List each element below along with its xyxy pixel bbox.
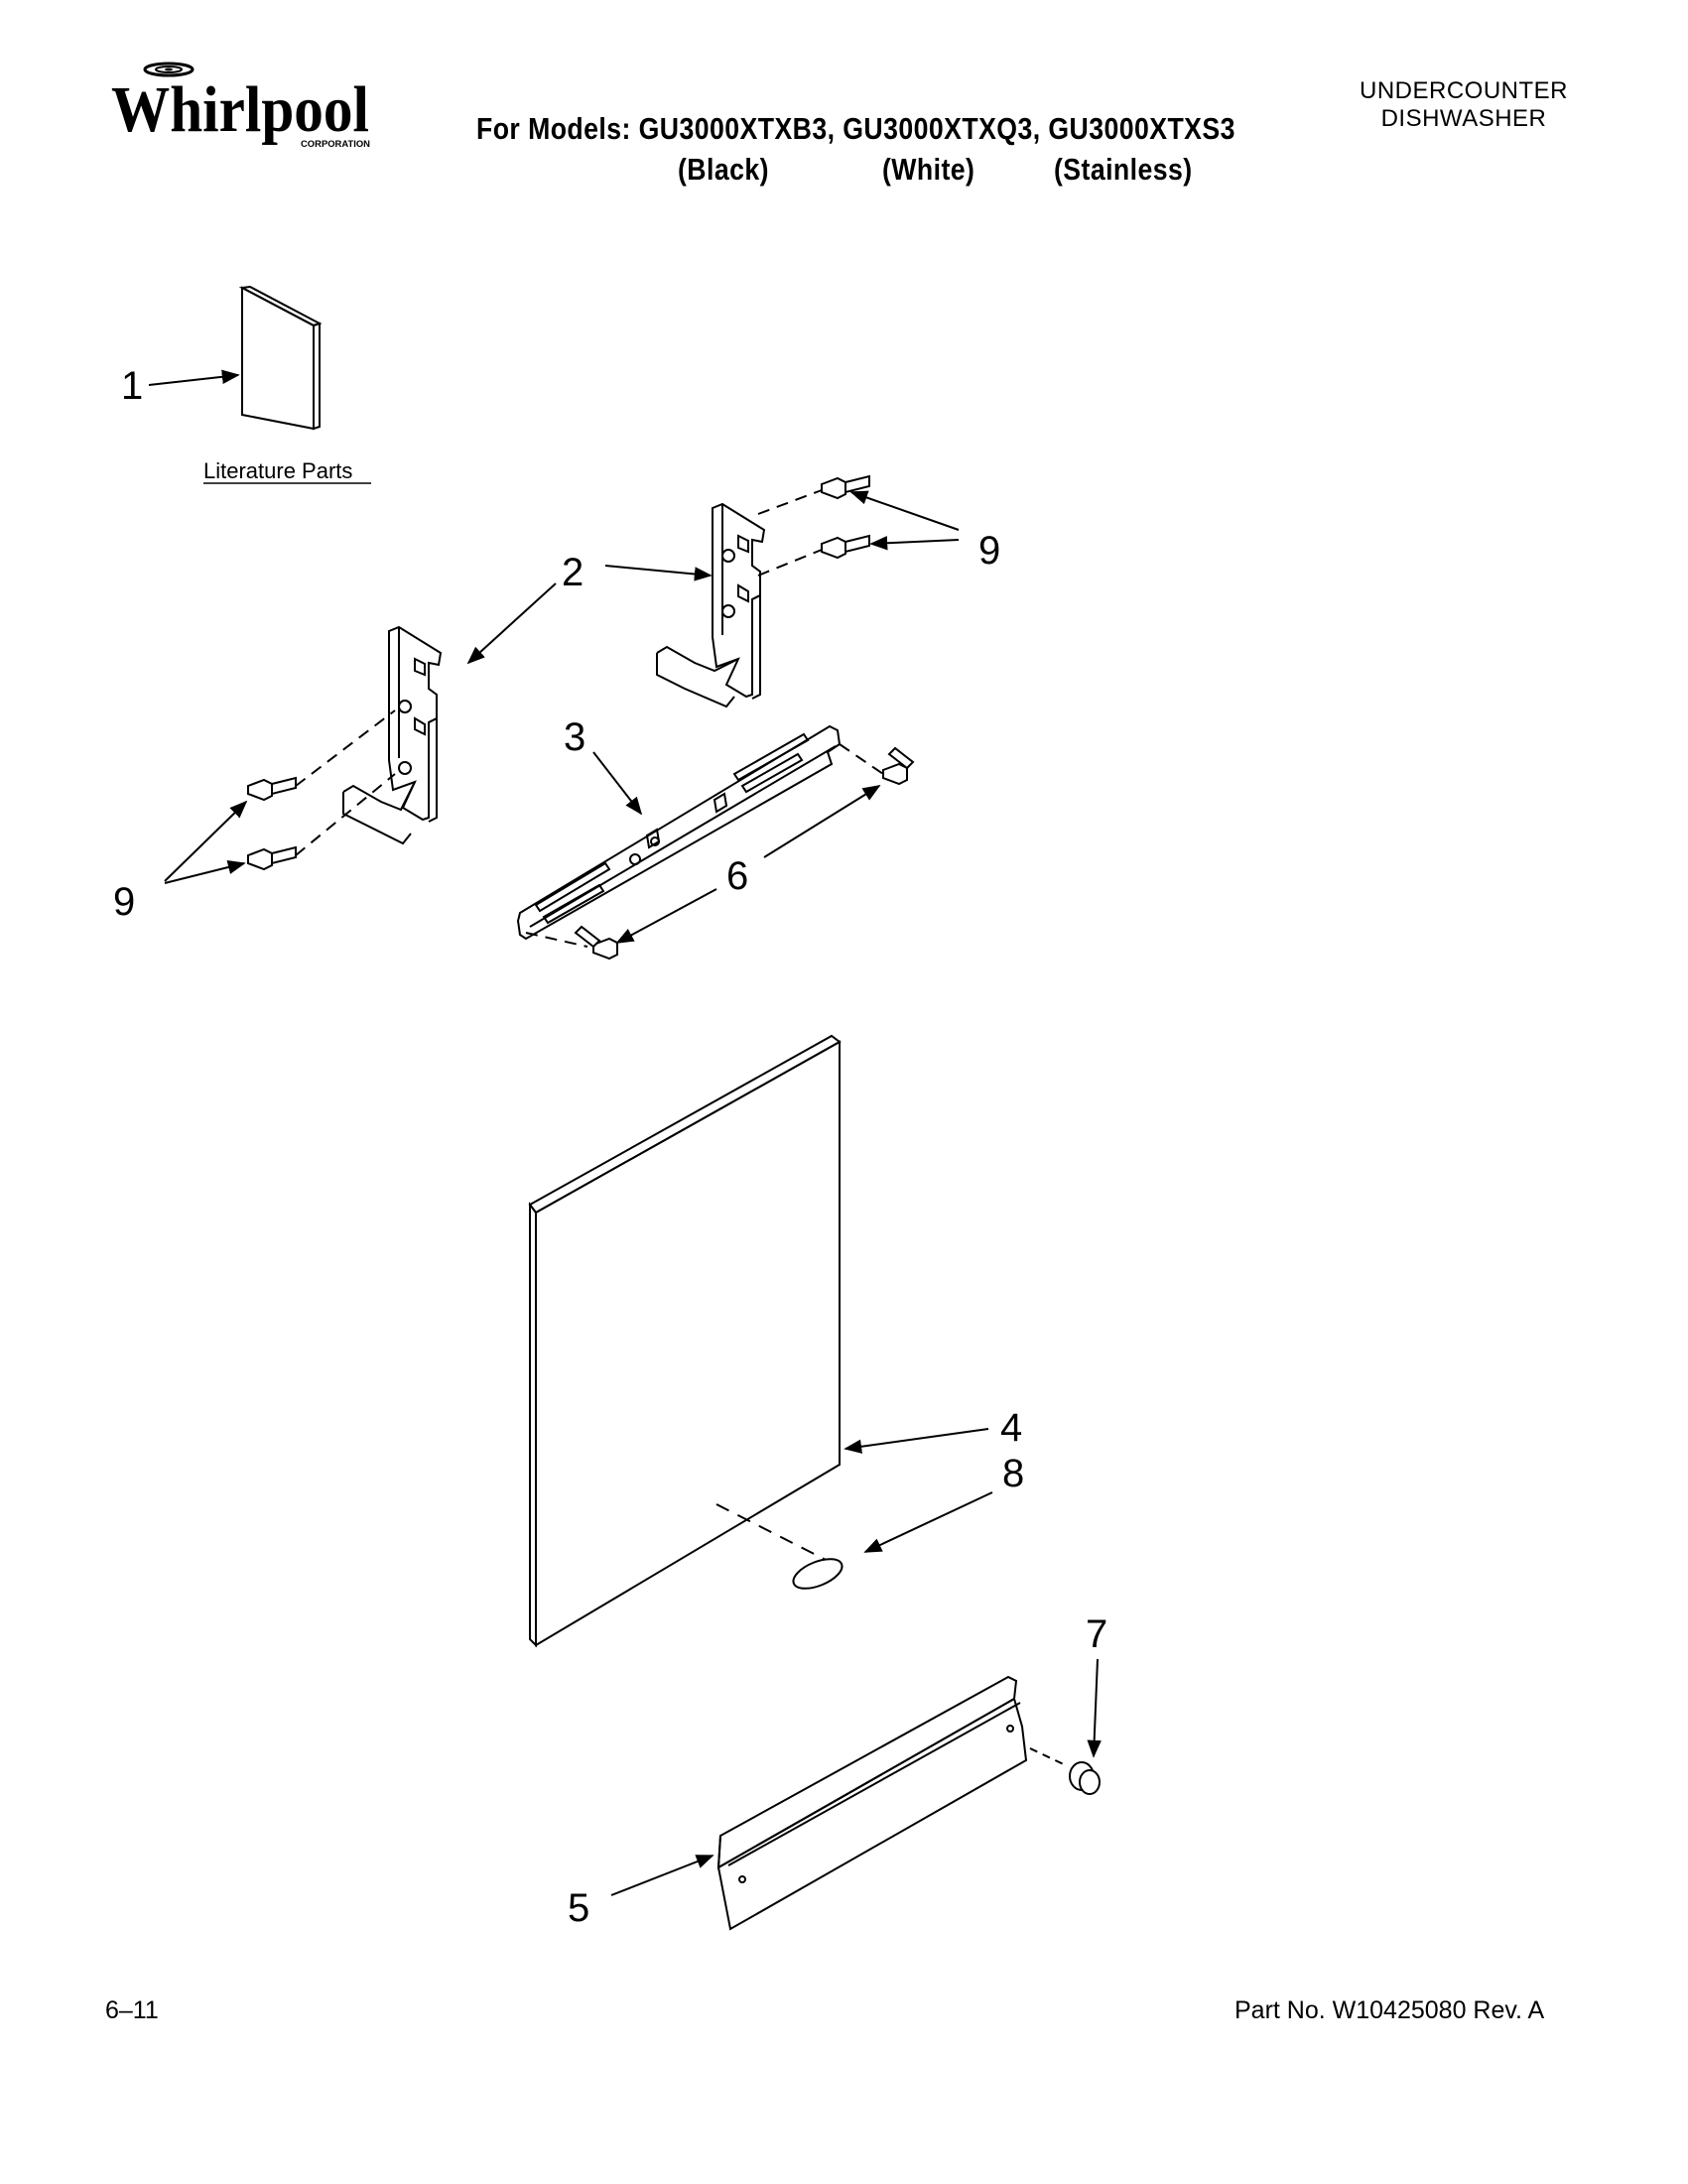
callout-9-upper: 9 (978, 529, 1000, 573)
literature-parts-label: Literature Parts (203, 458, 352, 483)
callout-2-leader-upper (604, 565, 713, 581)
screw-9-lower-a (247, 776, 297, 802)
footer-date: 6–11 (105, 1996, 159, 2024)
badge-part (792, 1558, 844, 1590)
callout-2: 2 (562, 551, 584, 594)
callout-3-leader (592, 751, 643, 816)
screw-9-lower-b (247, 845, 297, 871)
models-heading: For Models: GU3000XTXB3, GU3000XTXQ3, GU… (476, 111, 1235, 146)
callout-5-leader (610, 1855, 714, 1896)
doc-type-line1: UNDERCOUNTER (1360, 77, 1568, 104)
callout-9-leader-c (164, 800, 248, 882)
callout-8: 8 (1002, 1452, 1024, 1495)
callout-6: 6 (726, 854, 748, 898)
callout-2-leader-lower (466, 582, 557, 665)
screw-6-right (882, 746, 915, 786)
screw-7-dash-line (1029, 1747, 1069, 1767)
callout-7: 7 (1086, 1612, 1107, 1656)
callout-8-leader (863, 1491, 993, 1553)
toe-panel-part (716, 1675, 1028, 1931)
screw-7-part (1069, 1761, 1101, 1795)
callout-9-lower: 9 (113, 880, 135, 924)
callout-1: 1 (121, 364, 143, 408)
attachment-dash-lines (295, 489, 884, 948)
logo-wordmark: Whirlpool (111, 73, 369, 146)
screw-9-upper-a (821, 474, 870, 500)
literature-book-part (238, 285, 323, 431)
doc-type-line2: DISHWASHER (1380, 105, 1547, 132)
callout-1-leader (148, 369, 240, 386)
color-stainless-label: (Stainless) (1054, 152, 1193, 187)
callout-4-leader (844, 1428, 989, 1454)
callout-6-leader-left (615, 888, 717, 944)
callout-9-leader-a (849, 490, 960, 531)
screw-9-upper-b (821, 534, 870, 560)
color-black-label: (Black) (678, 152, 769, 187)
upper-mounting-bracket-part (656, 502, 766, 708)
callout-9-leader-b (869, 536, 960, 551)
callout-3: 3 (564, 715, 585, 759)
callout-7-leader (1087, 1658, 1102, 1758)
callout-6-leader-right (763, 785, 881, 858)
callout-4: 4 (1000, 1406, 1022, 1450)
document-type: UNDERCOUNTER DISHWASHER (1345, 77, 1583, 133)
callout-5: 5 (568, 1886, 589, 1930)
callout-9-leader-d (164, 859, 246, 884)
mounting-rail-part (516, 724, 842, 941)
footer-part-number: Part No. W10425080 Rev. A (1234, 1996, 1545, 2024)
logo-swirl-icon (143, 62, 195, 77)
whirlpool-logo: Whirlpool CORPORATION (111, 62, 370, 149)
color-white-label: (White) (882, 152, 975, 187)
door-panel-part (528, 1034, 842, 1648)
logo-corporation: CORPORATION (301, 139, 370, 149)
screw-6-left (574, 925, 618, 961)
lower-mounting-bracket-part (342, 625, 443, 845)
